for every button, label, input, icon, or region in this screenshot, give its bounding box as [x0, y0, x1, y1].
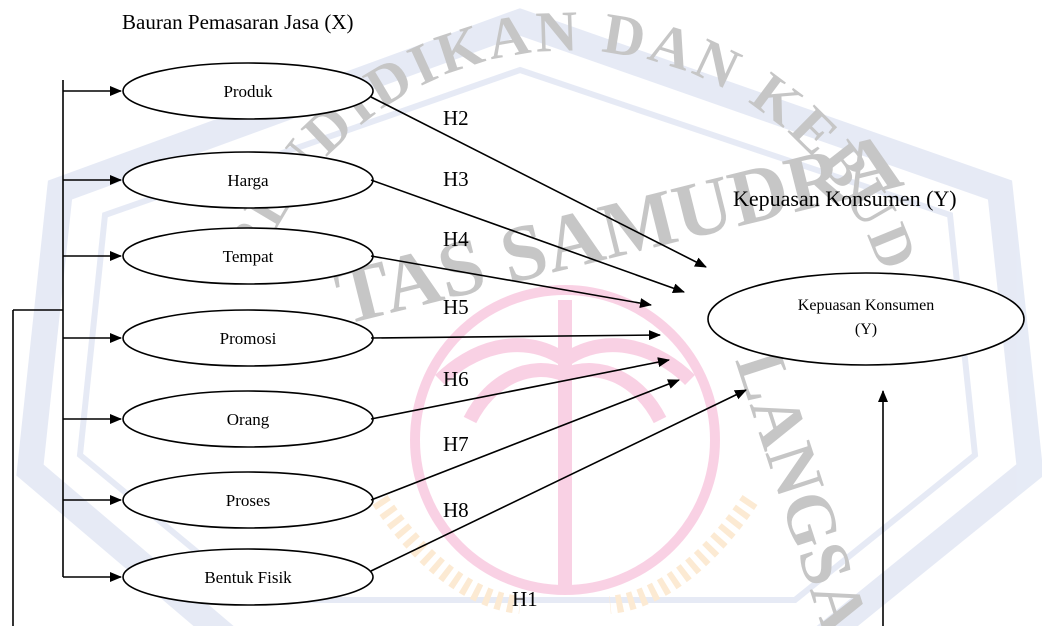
variable-nodes: ProdukHargaTempatPromosiOrangProsesBentu… [122, 62, 374, 606]
seal-inner-ring [76, 66, 979, 603]
hypothesis-arrow-h6 [370, 357, 670, 420]
hypothesis-label-h4: H4 [443, 227, 469, 251]
dependent-node-line1: Kepuasan Konsumen [798, 297, 934, 314]
seal-palm-tree [435, 300, 695, 585]
seal-outer-ring [16, 8, 1042, 626]
variable-label-tempat: Tempat [223, 247, 274, 266]
variable-label-bentuk-fisik: Bentuk Fisik [204, 568, 292, 587]
variable-label-orang: Orang [227, 410, 270, 429]
hypothesis-arrow-h2 [370, 96, 707, 268]
hypothesis-arrow-h4 [370, 255, 652, 309]
variable-ellipse-produk [122, 62, 374, 120]
hypothesis-label-h3: H3 [443, 167, 469, 191]
hypothesis-arrow-h3 [370, 179, 685, 294]
dependent-node-line2: (Y) [855, 321, 877, 338]
hypothesis-arrow-h8 [370, 389, 747, 572]
hypothesis-label-h7: H7 [443, 432, 469, 456]
independent-group-label: Bauran Pemasaran Jasa (X) [122, 10, 354, 34]
variable-label-proses: Proses [226, 491, 270, 510]
hypothesis-arrow-h7 [370, 379, 680, 501]
seal-rice-garland [372, 495, 758, 614]
hypothesis-label-h8: H8 [443, 498, 469, 522]
variable-label-harga: Harga [227, 171, 269, 190]
hypothesis-label-h5: H5 [443, 295, 469, 319]
hypothesis-label-h6: H6 [443, 367, 469, 391]
seal-side-text: LANGSA [720, 341, 884, 626]
hypothesis-label-h2: H2 [443, 106, 469, 130]
hypothesis-arrow-h5 [370, 330, 661, 341]
overall-hypothesis-label: H1 [512, 587, 538, 611]
dependent-group-label: Kepuasan Konsumen (Y) [733, 186, 957, 211]
variable-label-promosi: Promosi [220, 329, 277, 348]
dependent-node: Kepuasan Konsumen (Y) [707, 272, 1025, 366]
variable-ellipse-bentuk-fisik [122, 548, 374, 606]
bracket-connector [12, 80, 122, 626]
dependent-ellipse [707, 272, 1025, 366]
variable-label-produk: Produk [223, 82, 273, 101]
